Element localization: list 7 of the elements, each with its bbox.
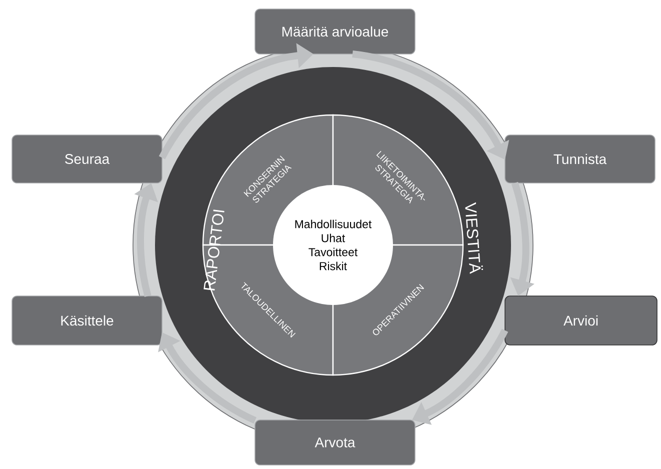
step-box: Arvioi xyxy=(504,296,658,346)
step-box: Käsittele xyxy=(12,296,162,346)
step-box: Tunnista xyxy=(504,134,656,184)
step-box: Arvota xyxy=(254,420,416,466)
ring-label: VIESTITÄ xyxy=(465,202,484,274)
step-box: Seuraa xyxy=(12,134,162,184)
step-box: Määritä arvioalue xyxy=(254,8,416,54)
